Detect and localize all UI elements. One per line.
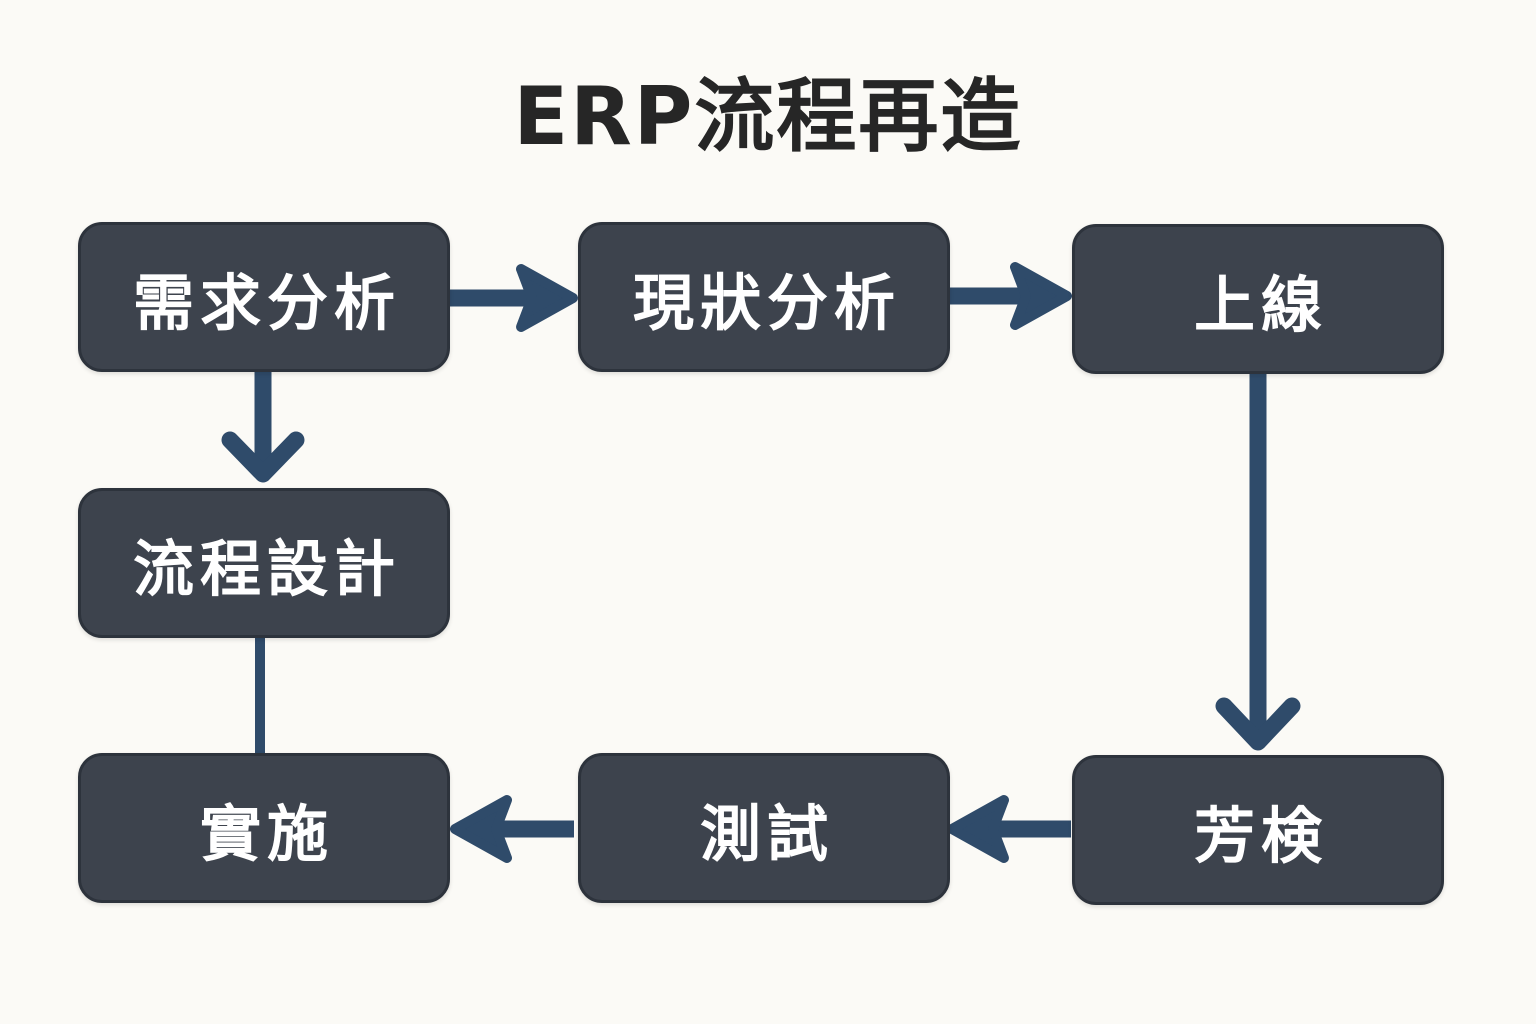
node-go-live: 上線 — [1072, 224, 1444, 374]
arrow-requirements-to-process-design — [221, 372, 305, 483]
node-implementation: 實施 — [78, 753, 450, 903]
node-current-state-analysis: 現狀分析 — [578, 222, 950, 372]
node-testing: 測試 — [578, 753, 950, 903]
arrow-review-to-testing — [947, 795, 1071, 863]
node-review: 芳検 — [1072, 755, 1444, 905]
node-requirements-analysis: 需求分析 — [78, 222, 450, 372]
arrow-current-state-to-go-live — [945, 262, 1072, 330]
arrow-requirements-to-current-state — [450, 264, 578, 332]
arrow-go-live-to-review — [1215, 374, 1301, 751]
diagram-title: ERP流程再造 — [513, 70, 1023, 163]
node-process-design: 流程設計 — [78, 488, 450, 638]
arrow-testing-to-implementation — [450, 795, 574, 863]
